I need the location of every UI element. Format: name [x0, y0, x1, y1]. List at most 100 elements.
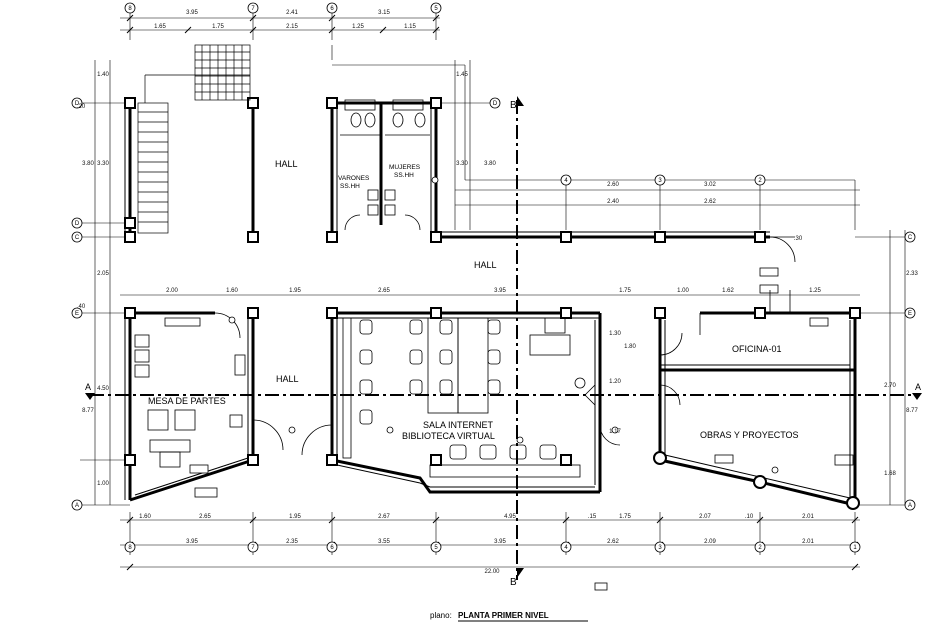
axis-label-6: 6 — [330, 6, 334, 12]
section-lines — [90, 100, 920, 580]
axis-label-a-left: A — [75, 503, 79, 509]
dim-int-7: .10 — [745, 514, 754, 520]
axis-label-d2-left: D — [75, 221, 80, 227]
axis-label-2: 2 — [758, 178, 762, 184]
dim-left-4: 2.05 — [97, 271, 109, 277]
dim-right-3: 3.80 — [484, 161, 496, 167]
room-label-hall-center: HALL — [474, 260, 497, 270]
dim-right-2: 3.30 — [456, 161, 468, 167]
dim-left-2: 3.80 — [82, 161, 94, 167]
dim-right-top-1: 2.60 — [607, 182, 619, 188]
dim-int-6: .20 — [77, 104, 86, 110]
dim-top-3: 3.15 — [378, 10, 390, 16]
dim-top2-2: 1.75 — [212, 24, 224, 30]
dim-left-6: 1.00 — [97, 481, 109, 487]
section-mark-b-bottom: B — [510, 577, 517, 588]
dim-right-4: 2.33 — [906, 271, 918, 277]
round-columns — [653, 451, 860, 510]
dim-row5-4: 2.65 — [378, 288, 390, 294]
dimension-text: 3.95 2.41 3.15 1.65 1.75 2.15 1.25 1.15 … — [77, 10, 919, 575]
axis-label-6-bottom: 6 — [330, 545, 334, 551]
room-label-mujeres-sub: SS.HH — [394, 172, 414, 179]
dim-bottom2-6: 2.09 — [704, 539, 716, 545]
room-label-hall-left: HALL — [276, 374, 299, 384]
axis-label-3-bottom: 3 — [658, 545, 662, 551]
axis-label-4: 4 — [564, 178, 568, 184]
dim-top2-4: 1.25 — [352, 24, 364, 30]
electrical-symbols — [189, 176, 779, 591]
axis-label-1-bottom: 1 — [853, 545, 857, 551]
axis-label-8: 8 — [128, 6, 132, 12]
axis-label-8-bottom: 8 — [128, 545, 132, 551]
dim-right-7: 1.68 — [884, 471, 896, 477]
axis-label-c-right: C — [908, 235, 913, 241]
axis-label-e-left: E — [75, 311, 79, 317]
dim-int-4: 1.17 — [609, 429, 621, 435]
dim-int-8: .15 — [588, 514, 597, 520]
dim-row5-1: 2.00 — [166, 288, 178, 294]
room-label-oficina: OFICINA-01 — [732, 344, 782, 354]
drawing-title-prefix: plano: — [430, 611, 452, 620]
axis-label-5-bottom: 5 — [434, 545, 438, 551]
axis-label-7: 7 — [251, 6, 255, 12]
axis-label-a-right: A — [908, 503, 912, 509]
dim-right-top-2: 3.02 — [704, 182, 716, 188]
dim-int-3: 1.20 — [609, 379, 621, 385]
dim-row5-9: 1.25 — [809, 288, 821, 294]
dim-row5-7: 1.00 — [677, 288, 689, 294]
dim-right-6: 8.77 — [906, 408, 918, 414]
dim-left-5: 4.50 — [97, 386, 109, 392]
dim-bottom2-5: 2.62 — [607, 539, 619, 545]
dim-int-9: .30 — [794, 236, 803, 242]
section-mark-b-top: B — [510, 100, 517, 111]
dim-row5-2: 1.60 — [226, 288, 238, 294]
dim-left-7: 8.77 — [82, 408, 94, 414]
room-label-mesa-partes: MESA DE PARTES — [148, 396, 226, 406]
columns — [124, 97, 861, 466]
dim-top2-1: 1.65 — [154, 24, 166, 30]
dim-bottom1-4: 2.67 — [378, 514, 390, 520]
axis-bubbles — [71, 2, 916, 553]
drawing-title-block: plano: PLANTA PRIMER NIVEL — [430, 611, 588, 622]
axis-label-2-bottom: 2 — [758, 545, 762, 551]
restroom-fixtures — [340, 99, 430, 231]
room-label-biblioteca-virtual: BIBLIOTECA VIRTUAL — [402, 431, 495, 441]
room-labels: HALL VARONES SS.HH MUJERES SS.HH HALL HA… — [148, 159, 799, 441]
dim-top2-3: 2.15 — [286, 24, 298, 30]
room-label-varones-sub: SS.HH — [340, 183, 360, 190]
axis-label-d-left: D — [75, 101, 80, 107]
axis-label-5: 5 — [434, 6, 438, 12]
room-label-obras-proyectos: OBRAS Y PROYECTOS — [700, 430, 799, 440]
dim-bottom1-8: 2.01 — [802, 514, 814, 520]
dim-bottom1-5: 4.95 — [504, 514, 516, 520]
dim-right-1: 1.45 — [456, 72, 468, 78]
axis-label-d-right: D — [493, 101, 498, 107]
dim-bottom2-7: 2.01 — [802, 539, 814, 545]
dim-bottom1-7: 2.07 — [699, 514, 711, 520]
axis-label-3: 3 — [658, 178, 662, 184]
dim-int-5: .40 — [77, 304, 86, 310]
dim-row5-8: 1.62 — [722, 288, 734, 294]
room-label-sala-internet: SALA INTERNET — [423, 420, 494, 430]
axis-label-e-right: E — [908, 311, 912, 317]
dim-row5-5: 3.95 — [494, 288, 506, 294]
section-mark-a-right: A — [915, 382, 921, 392]
dim-bottom1-6: 1.75 — [619, 514, 631, 520]
dim-bottom2-1: 3.95 — [186, 539, 198, 545]
dim-left-1: 1.40 — [97, 72, 109, 78]
dim-bottom1-3: 1.95 — [289, 514, 301, 520]
room-label-varones: VARONES — [338, 175, 370, 182]
section-arrows — [85, 96, 922, 578]
dim-bottom1-1: 1.60 — [139, 514, 151, 520]
dim-row5-3: 1.95 — [289, 288, 301, 294]
dim-int-1: 1.30 — [609, 331, 621, 337]
dim-right-5: 2.70 — [884, 383, 896, 389]
section-mark-a-left: A — [85, 382, 91, 392]
dim-bottom1-2: 2.65 — [199, 514, 211, 520]
dim-int-2: 1.80 — [624, 344, 636, 350]
staircase — [137, 44, 251, 234]
drawing-title: PLANTA PRIMER NIVEL — [458, 611, 549, 620]
dim-top-1: 3.95 — [186, 10, 198, 16]
